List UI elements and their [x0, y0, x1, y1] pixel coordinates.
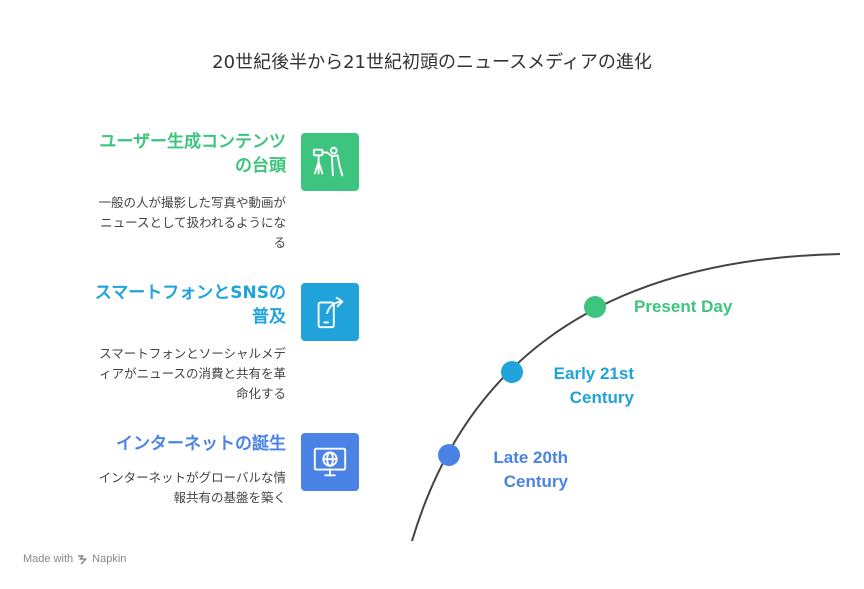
globe-monitor-icon	[301, 433, 359, 491]
timeline-marker-present-day	[584, 296, 606, 318]
timeline-label-line: Century	[503, 472, 568, 491]
timeline-label-late-20th: Late 20th Century	[458, 446, 568, 494]
item-title-line: スマートフォンとSNSの	[94, 283, 286, 303]
item-desc-line: インターネットがグローバルな情	[98, 470, 286, 485]
item-title-line: インターネットの誕生	[116, 434, 286, 454]
item-title-internet: インターネットの誕生	[36, 432, 286, 456]
item-desc-line: 命化する	[235, 386, 286, 401]
timeline-marker-early-21st	[501, 361, 523, 383]
item-desc-line: る	[273, 235, 286, 250]
item-desc-line: 報共有の基盤を築く	[173, 490, 286, 505]
item-desc-internet: インターネットがグローバルな情 報共有の基盤を築く	[46, 468, 286, 508]
item-title-ugc: ユーザー生成コンテンツ の台頭	[36, 130, 286, 178]
item-desc-line: ィアがニュースの消費と共有を革	[99, 366, 286, 381]
smartphone-share-icon	[301, 283, 359, 341]
timeline-marker-late-20th	[438, 444, 460, 466]
camera-on-tripod-icon	[301, 133, 359, 191]
footer-text: Made with	[23, 553, 74, 565]
made-with-napkin-footer[interactable]: Made with Napkin	[23, 553, 126, 565]
item-title-smartphone-sns: スマートフォンとSNSの 普及	[36, 281, 286, 329]
item-desc-line: スマートフォンとソーシャルメデ	[99, 346, 286, 361]
footer-brand: Napkin	[92, 553, 127, 565]
diagram-title: 20世紀後半から21世紀初頭のニュースメディアの進化	[212, 52, 652, 73]
timeline-label-line: Early 21st	[553, 364, 634, 383]
timeline-label-line: Present Day	[634, 297, 733, 316]
item-desc-smartphone-sns: スマートフォンとソーシャルメデ ィアがニュースの消費と共有を革 命化する	[46, 344, 286, 404]
item-desc-line: ニュースとして扱われるようにな	[100, 215, 286, 230]
timeline-label-early-21st: Early 21st Century	[520, 362, 634, 410]
item-title-line: 普及	[252, 307, 286, 327]
item-title-line: ユーザー生成コンテンツ	[99, 132, 286, 152]
item-title-line: の台頭	[235, 156, 286, 176]
item-desc-ugc: 一般の人が撮影した写真や動画が ニュースとして扱われるようにな る	[46, 193, 286, 253]
timeline-label-present-day: Present Day	[634, 295, 732, 319]
timeline-arc	[411, 253, 841, 542]
timeline-label-line: Late 20th	[493, 448, 568, 467]
napkin-logo-icon	[78, 554, 87, 564]
item-desc-line: 一般の人が撮影した写真や動画が	[98, 195, 286, 210]
timeline-label-line: Century	[569, 388, 634, 407]
